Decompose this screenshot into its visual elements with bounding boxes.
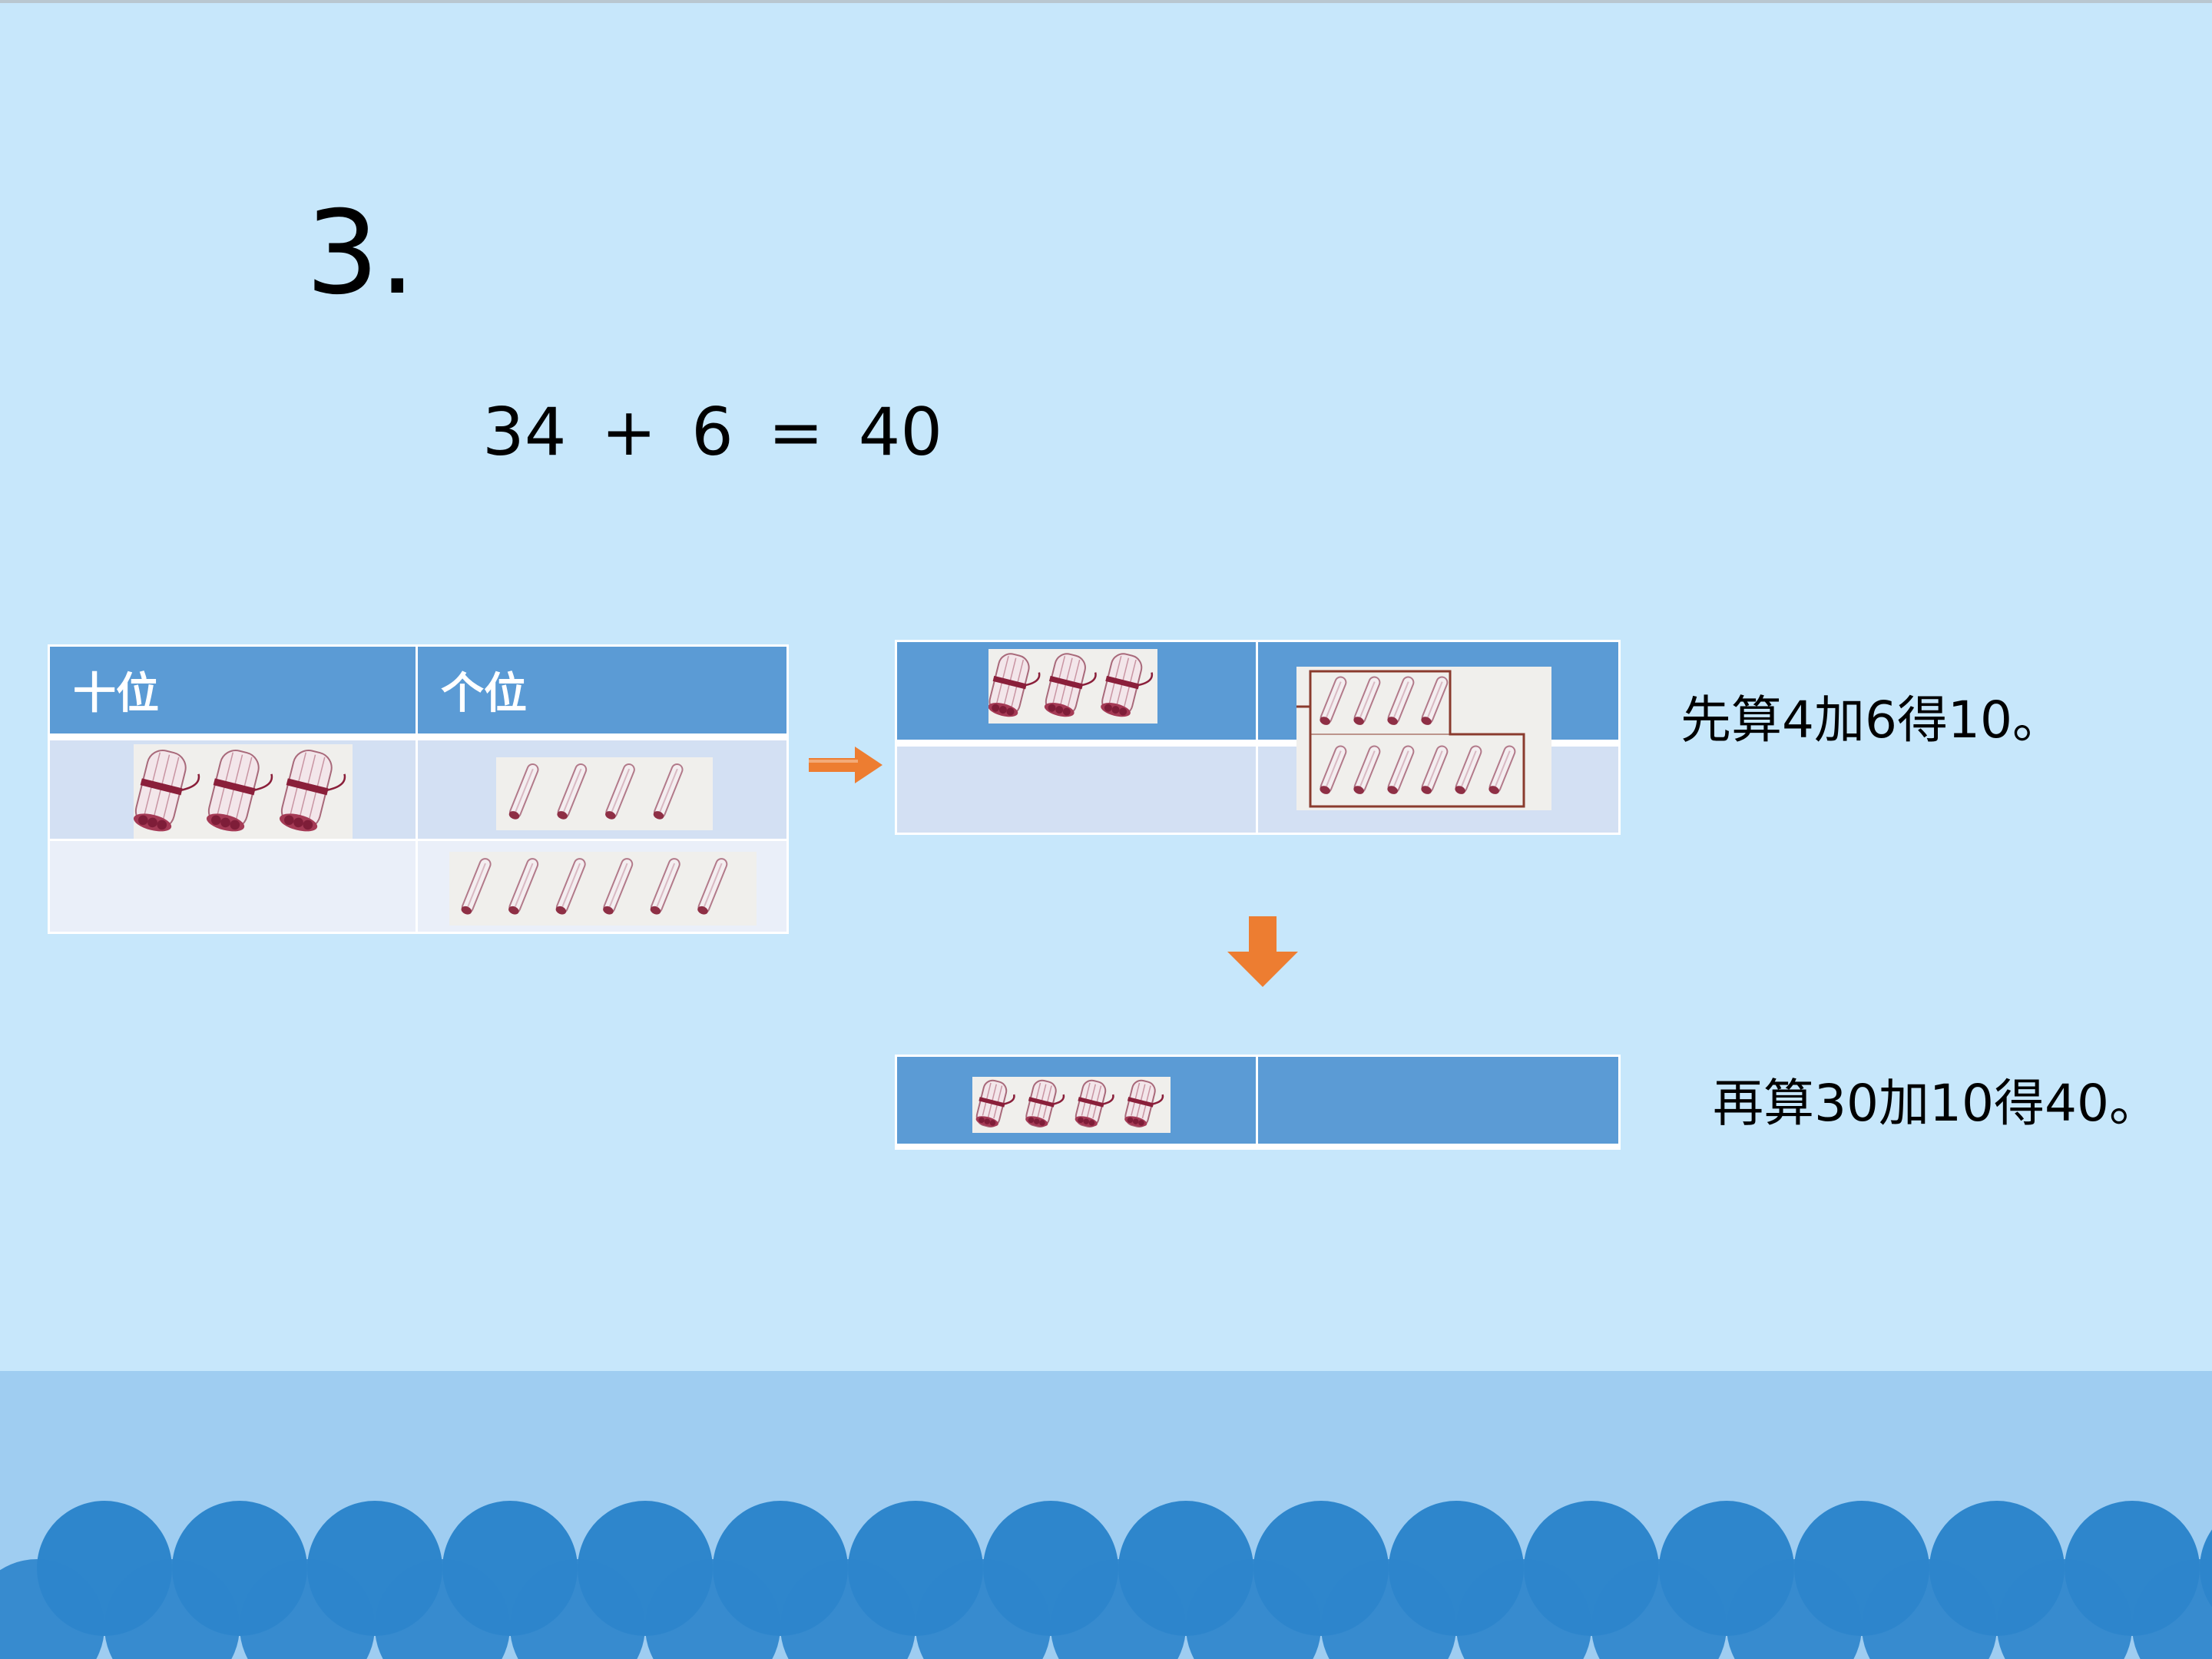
down-arrow-icon xyxy=(1227,916,1298,987)
stick-icon xyxy=(650,858,680,915)
stick-icon xyxy=(1488,745,1516,794)
header-ones: 个位 xyxy=(416,644,789,740)
wave-decoration xyxy=(0,1501,2212,1659)
step-one-tens-cell xyxy=(895,640,1258,747)
wave-bump xyxy=(1591,1559,1727,1659)
wave-bump xyxy=(0,1559,104,1659)
grouped-sticks xyxy=(1296,670,1525,808)
stick-icon xyxy=(605,763,635,820)
stick-icon xyxy=(557,763,588,820)
sticks-picture xyxy=(496,757,713,830)
wave-bump xyxy=(1727,1559,1862,1659)
wave-bump xyxy=(104,1559,240,1659)
step-one-note: 先算4加6得10。 xyxy=(1681,690,2063,750)
stick-icon xyxy=(508,763,539,820)
stick-icon xyxy=(1320,676,1347,725)
stick-icon xyxy=(1353,676,1381,725)
stick-group-four xyxy=(1320,676,1449,725)
stick-icon xyxy=(1421,676,1449,725)
cell-tens-row1 xyxy=(48,736,418,841)
stick-bundle-icon xyxy=(1075,1079,1114,1128)
stick-icon xyxy=(1353,745,1381,794)
stick-bundle-icon xyxy=(988,653,1041,717)
stick-group xyxy=(508,763,684,820)
step-two-table xyxy=(895,1055,1621,1150)
step-one-empty-cell xyxy=(895,742,1258,835)
bundles-picture xyxy=(972,1077,1171,1133)
step-two-note: 再算30加10得40。 xyxy=(1713,1074,2160,1133)
wave-bump xyxy=(916,1559,1051,1659)
grouped-sticks-picture xyxy=(1296,667,1551,810)
wave-bump xyxy=(1186,1559,1321,1659)
step-two-ones-cell xyxy=(1256,1055,1621,1150)
stick-bundle-icon xyxy=(279,750,346,832)
cell-ones-row2 xyxy=(416,839,789,934)
wave-bump xyxy=(645,1559,780,1659)
wave-bump xyxy=(1456,1559,1591,1659)
stick-bundle-icon xyxy=(206,750,273,832)
bundle-group xyxy=(988,653,1154,717)
header-tens: 十位 xyxy=(48,644,418,740)
place-value-table: 十位 个位 xyxy=(48,644,789,934)
wave-bump xyxy=(510,1559,645,1659)
table-header-row: 十位 个位 xyxy=(48,644,789,740)
sticks-picture xyxy=(449,852,757,926)
wave-bump xyxy=(2132,1559,2212,1659)
wave-bump xyxy=(780,1559,916,1659)
cell-tens-row2 xyxy=(48,839,418,934)
bundle-group xyxy=(975,1079,1164,1128)
wave-bump xyxy=(375,1559,510,1659)
table-row xyxy=(48,736,789,841)
stick-icon xyxy=(555,858,586,915)
stick-icon xyxy=(697,858,728,915)
equation: 34 + 6 = 40 xyxy=(482,394,943,471)
stick-bundle-icon xyxy=(1124,1079,1164,1128)
wave-bump xyxy=(1051,1559,1186,1659)
stick-icon xyxy=(653,763,684,820)
stick-group xyxy=(461,858,728,915)
stick-icon xyxy=(1387,745,1415,794)
table-row xyxy=(48,839,789,934)
stick-group-six xyxy=(1320,745,1516,794)
stick-icon xyxy=(1455,745,1482,794)
wave-bump xyxy=(1862,1559,1997,1659)
problem-number: 3. xyxy=(306,187,416,320)
bundles-picture xyxy=(988,649,1157,724)
stick-icon xyxy=(461,858,492,915)
stick-icon xyxy=(508,858,539,915)
stick-bundle-icon xyxy=(1025,1079,1065,1128)
stick-icon xyxy=(603,858,634,915)
right-arrow-icon xyxy=(809,747,882,783)
stick-bundle-icon xyxy=(975,1079,1015,1128)
table-row xyxy=(895,1055,1621,1150)
step-two-tens-cell xyxy=(895,1055,1258,1150)
wave-bump xyxy=(1997,1559,2132,1659)
cell-ones-row1 xyxy=(416,736,789,841)
stick-bundle-icon xyxy=(133,750,200,832)
top-border xyxy=(0,0,2212,3)
stick-bundle-icon xyxy=(1101,653,1154,717)
wave-bump xyxy=(240,1559,375,1659)
stick-icon xyxy=(1387,676,1415,725)
stick-icon xyxy=(1320,745,1347,794)
wave-bump xyxy=(1321,1559,1456,1659)
stick-bundle-icon xyxy=(1044,653,1097,717)
stick-icon xyxy=(1421,745,1449,794)
bundle-group xyxy=(133,750,346,832)
bundles-picture xyxy=(133,744,353,839)
